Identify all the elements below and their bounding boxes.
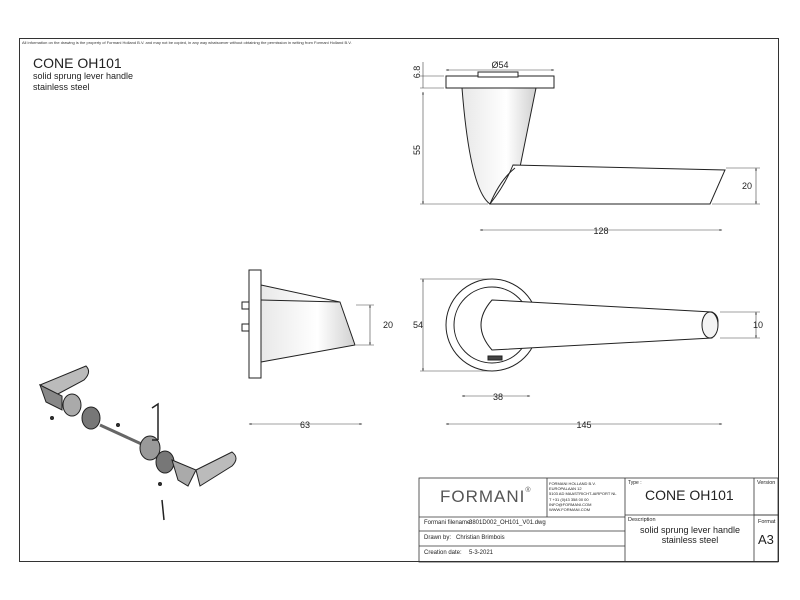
description-value: solid sprung lever handle stainless stee… [639, 525, 741, 545]
iso-lever-2 [195, 451, 237, 487]
creation-date-value: 5-3-2021 [469, 550, 494, 556]
rose-plate [445, 75, 555, 89]
dim-rose-height: 54 [413, 320, 423, 330]
dim-rose-diameter: Ø54 [491, 60, 508, 70]
product-subtitle-line2: stainless steel [33, 82, 90, 92]
drawn-by-value: Christian Brimbois [456, 535, 505, 541]
version-label: Version [757, 480, 776, 486]
side-cone [260, 284, 356, 363]
brand-logo: FORMANI® [440, 487, 532, 506]
lever-curve [489, 167, 516, 205]
dim-side-depth: 63 [300, 420, 310, 430]
front-lever-tip [701, 311, 719, 339]
top-view [445, 71, 726, 205]
iso-rose-2 [155, 450, 175, 474]
dim-height: 55 [412, 145, 422, 155]
side-spring-2 [241, 323, 250, 332]
dimension-lines [248, 62, 760, 425]
iso-ring-1 [81, 406, 101, 430]
side-view [241, 269, 356, 379]
dimension-labels: Ø54 6.8 55 20 128 20 54 10 63 38 145 [300, 60, 763, 430]
front-view [445, 278, 719, 372]
copyright-notice: All information on the drawing is the pr… [22, 40, 352, 45]
creation-date-label: Creation date: [424, 550, 462, 556]
front-screw-slot [487, 355, 503, 361]
lever-top [488, 164, 726, 205]
filename-value: 3801D002_OH101_V01.dwg [469, 520, 546, 526]
filename-label: Formani filename: [424, 520, 473, 526]
type-label: Type : [628, 480, 642, 486]
rose-cap [477, 71, 519, 78]
dim-total-length: 145 [576, 420, 591, 430]
format-value: A3 [758, 532, 774, 547]
drawn-by-label: Drawn by: [424, 535, 452, 541]
iso-ring-2 [139, 435, 161, 461]
dim-rose-offset: 38 [493, 392, 503, 402]
product-title: CONE OH101 [33, 55, 122, 71]
dim-cone-width: 20 [383, 320, 393, 330]
iso-bracket-2 [161, 499, 165, 521]
dim-lever-tip: 10 [753, 320, 763, 330]
dim-lever-length: 128 [593, 226, 608, 236]
description-label: Description [628, 517, 656, 523]
side-spring-1 [241, 301, 250, 310]
exploded-view [38, 365, 237, 521]
dim-lever-end: 20 [742, 181, 752, 191]
iso-rose-1 [62, 393, 82, 417]
format-label: Format [758, 519, 776, 525]
title-block-grid [418, 477, 779, 563]
product-subtitle-line1: solid sprung lever handle [33, 71, 134, 81]
iso-lever-1 [38, 365, 90, 396]
iso-cone-2 [171, 459, 197, 487]
company-address: FORMANI HOLLAND B.V. EUROPALAAN 12 5103 … [549, 481, 617, 513]
type-value: CONE OH101 [645, 487, 734, 503]
side-rose [248, 269, 262, 379]
iso-spindle [99, 423, 149, 449]
drawing-sheet [19, 38, 779, 562]
front-lever [480, 299, 719, 351]
dim-rose-thickness: 6.8 [412, 66, 422, 79]
iso-bracket-1 [151, 402, 159, 441]
